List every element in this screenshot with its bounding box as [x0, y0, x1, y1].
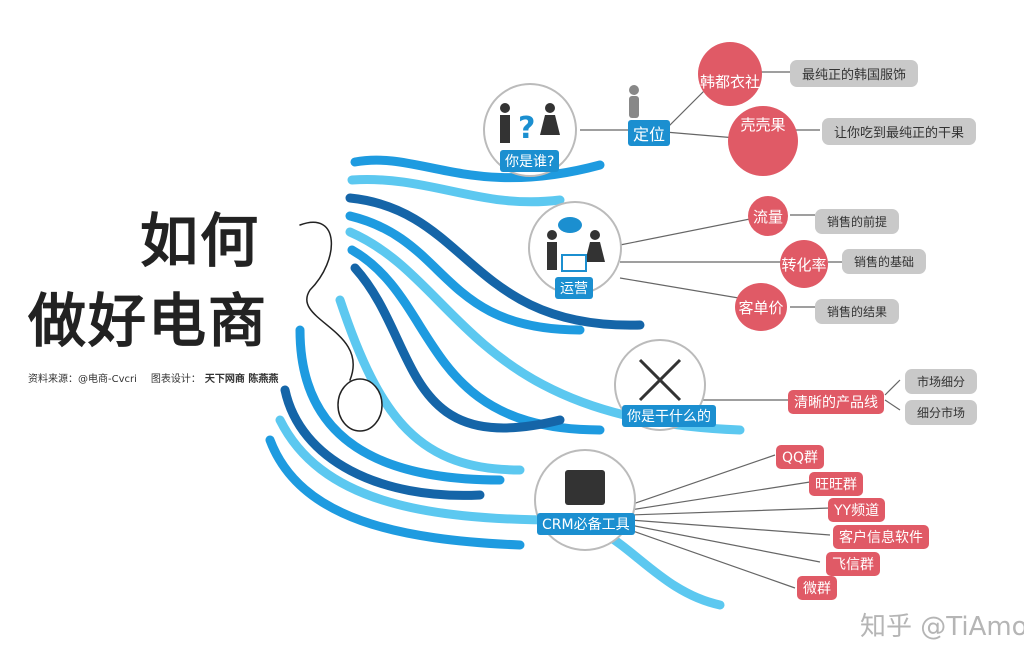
wave-band [280, 385, 485, 500]
credits-design-label: 图表设计： [150, 374, 201, 385]
mouse-icon [337, 378, 383, 432]
hub-label-who: 你是谁? [500, 150, 560, 172]
wave-band [350, 155, 605, 183]
hub-label-ops: 运营 [555, 277, 593, 299]
product-line-node: 清晰的产品线 [788, 390, 884, 414]
credits: 资料来源：@电商-Cvcri 图表设计： 天下网商 陈燕燕 [28, 370, 278, 385]
wave-band [335, 295, 525, 475]
crm-tool-6: 微群 [797, 576, 837, 600]
man-icon [500, 103, 510, 113]
title-line1: 如何 [140, 207, 261, 275]
wave-band [345, 211, 585, 335]
crm-tool-5: 飞信群 [826, 552, 880, 576]
market-item-2: 细分市场 [905, 400, 978, 425]
wave-band [345, 193, 645, 330]
wave-band [347, 175, 565, 207]
screen-icon [561, 254, 587, 272]
position-label: 定位 [628, 120, 671, 146]
handshake-icon [638, 358, 682, 402]
speech-bubble-icon [558, 217, 582, 233]
desc-ops-3: 销售的结果 [815, 299, 900, 324]
crm-tool-3: YY频道 [828, 498, 886, 522]
person-icon [629, 85, 639, 118]
desc-brand-2: 让你吃到最纯正的干果 [822, 118, 977, 145]
question-icon: ? [518, 111, 535, 146]
credits-designer: 天下网商 陈燕燕 [204, 374, 279, 385]
woman-icon [545, 103, 555, 113]
desc-brand-1: 最纯正的韩国服饰 [790, 60, 919, 87]
crm-tool-4: 客户信息软件 [833, 525, 929, 549]
credits-source: 资料来源：@电商-Cvcri [28, 374, 137, 385]
crm-tool-1: QQ群 [776, 445, 825, 469]
watermark: 知乎 @TiAmo [860, 612, 1024, 642]
circle-ops-2: 转化率 [780, 240, 828, 288]
market-item-1: 市场细分 [905, 369, 978, 394]
circle-ops-1: 流量 [748, 196, 788, 236]
hub-label-crm: CRM必备工具 [537, 513, 635, 535]
circle-brand-2: 壳壳果 [728, 106, 798, 176]
wave-band [265, 435, 525, 550]
desc-ops-2: 销售的基础 [842, 249, 927, 274]
desc-ops-1: 销售的前提 [815, 209, 900, 234]
circle-ops-3: 客单价 [735, 283, 787, 331]
mouse-cord [299, 221, 354, 381]
wave-band [295, 325, 505, 485]
wave-band [350, 263, 565, 433]
crm-tool-2: 旺旺群 [809, 472, 863, 496]
circle-brand-1: 韩都衣社 [698, 42, 762, 106]
toolbox-icon [565, 470, 605, 505]
title-line2: 做好电商 [28, 287, 269, 355]
hub-label-what: 你是干什么的 [622, 405, 716, 427]
